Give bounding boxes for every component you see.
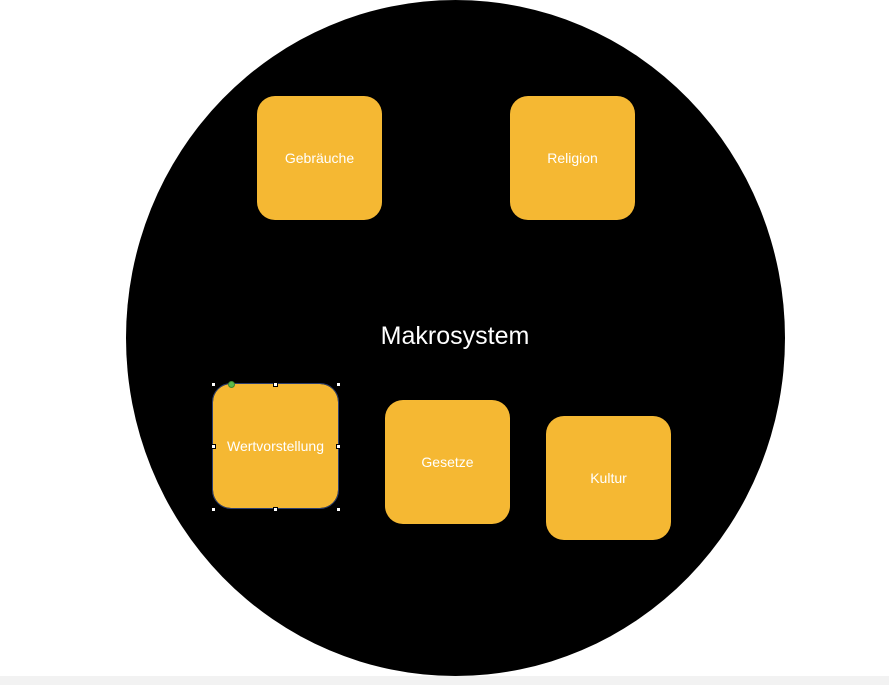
node-kultur[interactable]: Kultur [546,416,671,540]
node-gebraeuche[interactable]: Gebräuche [257,96,382,220]
resize-handle-bottom-left[interactable] [211,507,216,512]
node-kultur-label: Kultur [590,470,627,486]
resize-handle-top-right[interactable] [336,382,341,387]
resize-handle-bottom[interactable] [273,507,278,512]
node-wertvorstellung-label: Wertvorstellung [226,438,324,454]
node-religion[interactable]: Religion [510,96,635,220]
makrosystem-circle[interactable] [126,0,785,676]
node-wertvorstellung[interactable]: Wertvorstellung [212,383,339,509]
resize-handle-right[interactable] [336,444,341,449]
resize-handle-top[interactable] [273,382,278,387]
makrosystem-label[interactable]: Makrosystem [380,322,530,350]
node-gesetze[interactable]: Gesetze [385,400,510,524]
resize-handle-bottom-right[interactable] [336,507,341,512]
resize-handle-top-left[interactable] [211,382,216,387]
canvas-bottom-strip [0,676,889,685]
corner-radius-handle[interactable] [228,381,235,388]
node-gebraeuche-label: Gebräuche [284,150,355,166]
resize-handle-left[interactable] [211,444,216,449]
node-religion-label: Religion [547,150,598,166]
node-gesetze-label: Gesetze [421,454,474,470]
